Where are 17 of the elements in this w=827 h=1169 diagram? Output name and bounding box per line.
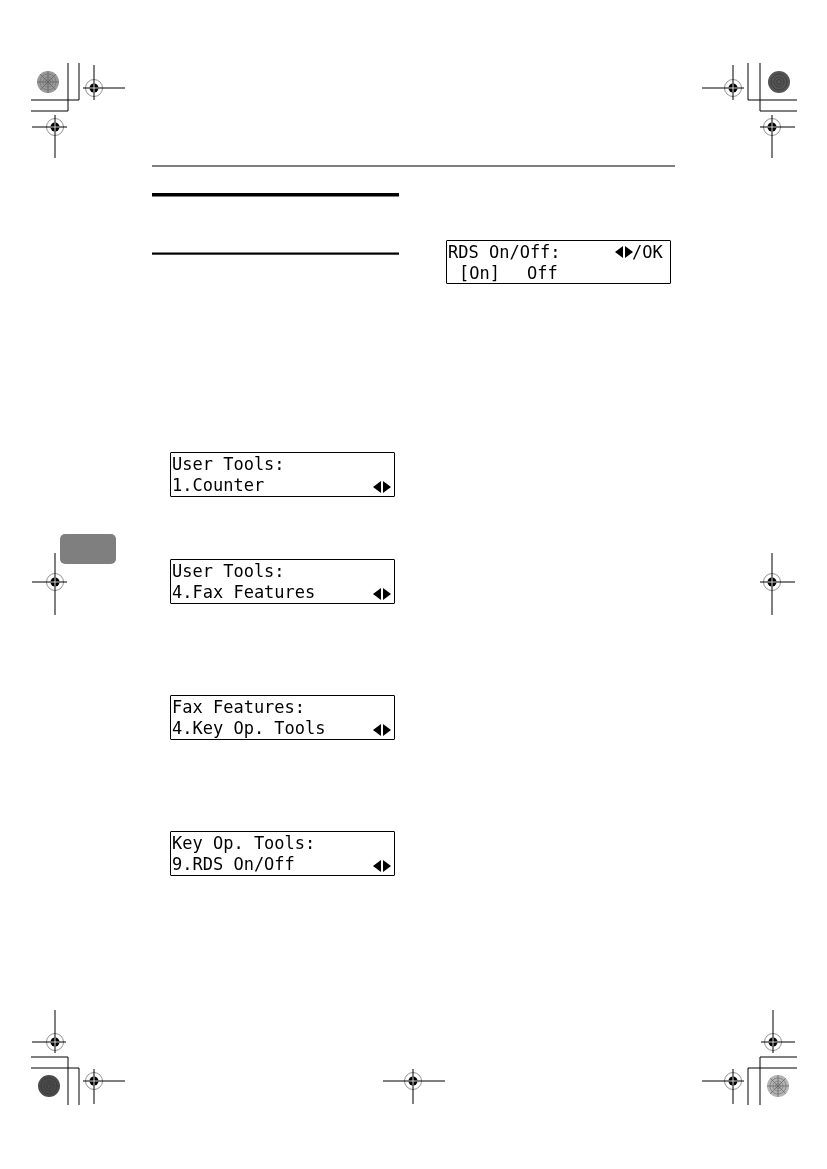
key-hint: /OK	[632, 242, 663, 262]
option-text: Off	[527, 263, 558, 283]
menu-title: User Tools:	[172, 454, 285, 474]
lcd-display	[170, 831, 395, 876]
menu-item: 4.Key Op. Tools	[172, 718, 326, 738]
menu-item: 1.Counter	[172, 475, 265, 495]
option-text: [On]	[459, 263, 500, 283]
lcd-display	[170, 452, 395, 497]
lcd-display	[170, 695, 395, 740]
menu-title: Fax Features:	[172, 697, 306, 717]
menu-item: 4.Fax Features	[172, 582, 316, 602]
menu-item: 9.RDS On/Off	[172, 854, 295, 874]
menu-title: User Tools:	[172, 561, 285, 581]
lcd-display	[446, 240, 671, 284]
menu-title: Key Op. Tools:	[172, 833, 316, 853]
lcd-display	[170, 559, 395, 604]
setting-title: RDS On/Off:	[448, 242, 561, 262]
